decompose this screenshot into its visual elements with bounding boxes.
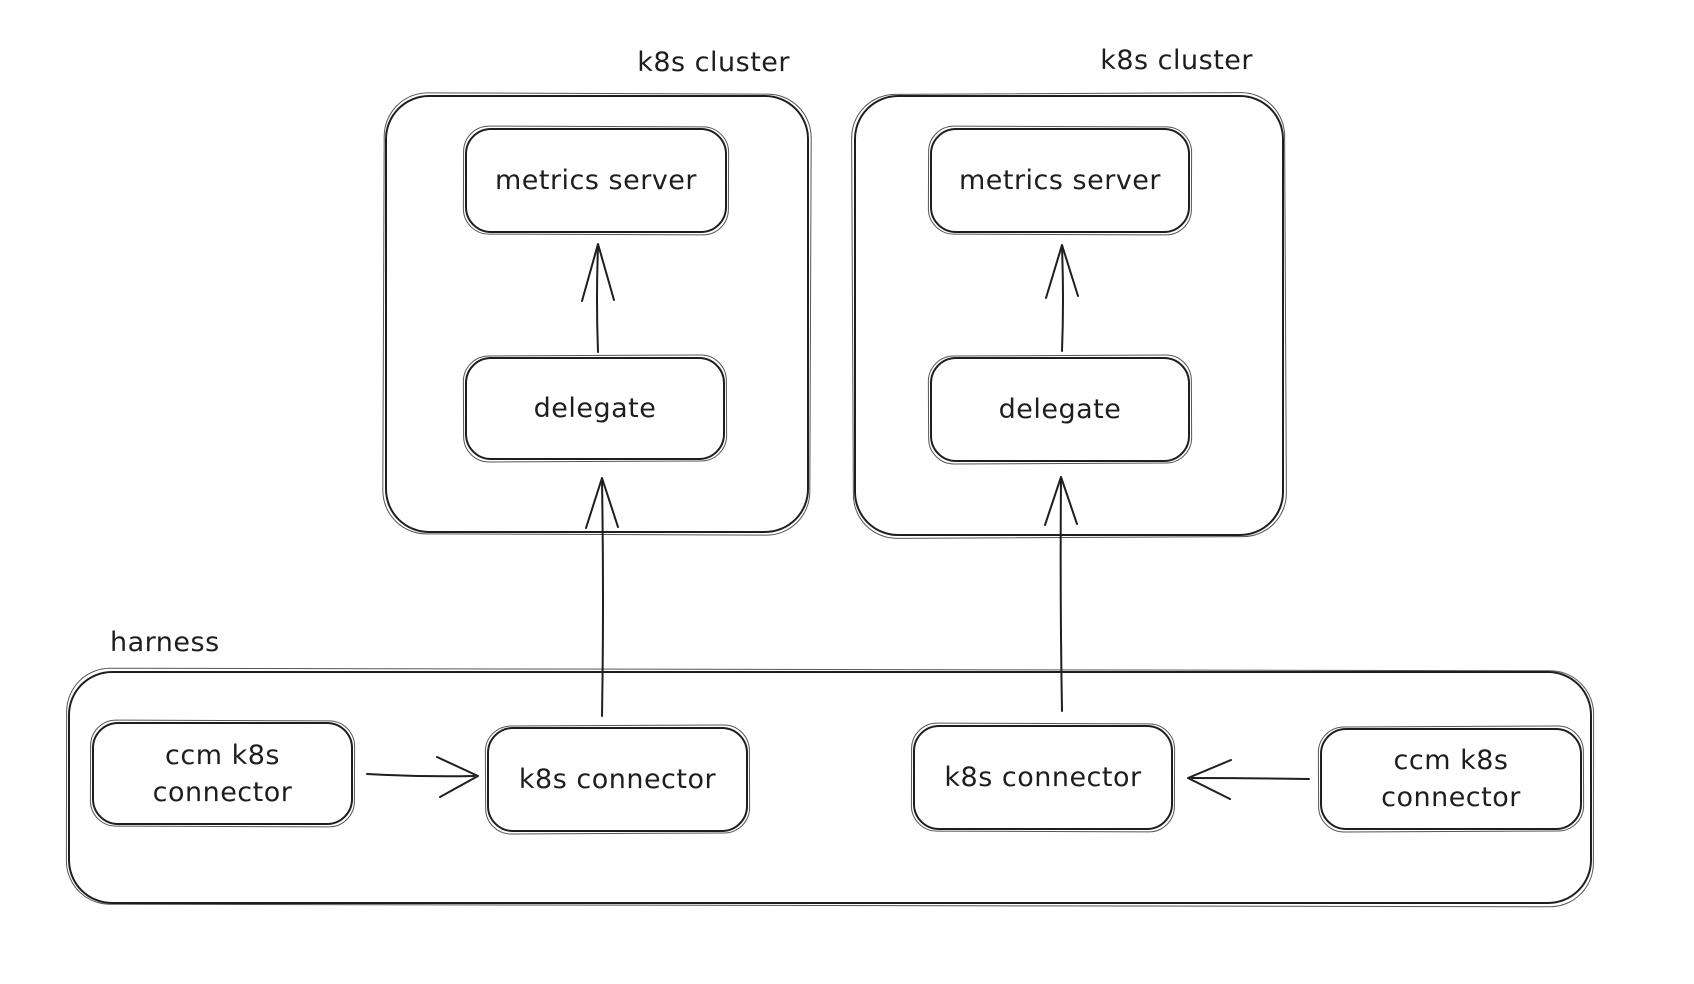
k8s-connector-right-node: k8s connector [913, 725, 1173, 830]
metrics-server-left-node: metrics server [465, 128, 727, 233]
metrics-server-right-node: metrics server [930, 128, 1190, 233]
ccm-k8s-connector-left-node: ccm k8s connector [92, 722, 353, 825]
harness-title: harness [110, 627, 220, 658]
ccm-k8s-connector-right-label: ccm k8s connector [1381, 745, 1521, 813]
delegate-left-node: delegate [465, 357, 725, 460]
cluster-right-box [854, 95, 1284, 536]
delegate-right-node: delegate [930, 357, 1190, 462]
k8s-connector-right-label: k8s connector [944, 762, 1142, 793]
metrics-server-right-label: metrics server [958, 165, 1162, 196]
k8s-connector-left-label: k8s connector [518, 764, 717, 795]
metrics-server-left-label: metrics server [494, 165, 698, 196]
ccm-k8s-connector-left-label: ccm k8s connector [152, 739, 293, 808]
cluster-right-title: k8s cluster [1100, 45, 1253, 76]
delegate-left-label: delegate [533, 393, 657, 424]
delegate-right-label: delegate [998, 394, 1122, 425]
k8s-connector-left-node: k8s connector [487, 727, 748, 832]
cluster-left-title: k8s cluster [637, 47, 790, 78]
harness-box [68, 671, 1592, 904]
cluster-left-box [385, 95, 809, 533]
ccm-k8s-connector-right-node: ccm k8s connector [1320, 728, 1582, 830]
